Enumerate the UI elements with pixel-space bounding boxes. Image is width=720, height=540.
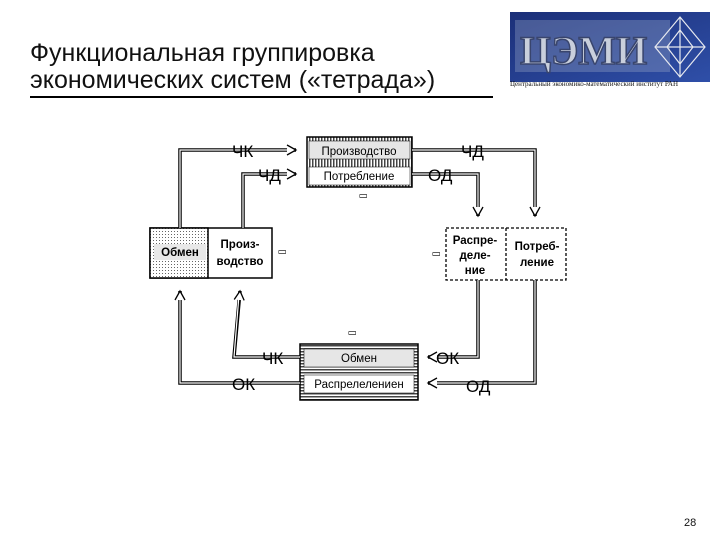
cemi-logo: ЦЭМИ (510, 12, 710, 82)
label-bottom-left-inner: ЧК (262, 349, 283, 368)
flow-ok-bottom-right (426, 280, 480, 363)
bottom-block: Обмен Распрелелениен [] (299, 331, 419, 401)
flow-ck-bottom (232, 289, 300, 359)
label-bottom-right-outer: ОД (466, 377, 491, 396)
right-block-distribution-line2: деле- (459, 250, 490, 262)
top-block-production: Производство (322, 146, 397, 158)
label-top-left-inner: ЧД (258, 166, 281, 185)
label-bottom-left-outer: ОК (232, 375, 255, 394)
bottom-block-mark: [] (348, 331, 357, 335)
left-block-exchange: Обмен (161, 247, 199, 259)
page-number: 28 (684, 517, 697, 529)
right-block-mark: [] (432, 252, 441, 256)
logo-caption: Центральный экономико-математический инс… (510, 80, 678, 88)
top-block-consumption: Потребление (324, 171, 395, 183)
left-block-mark: [] (278, 250, 287, 254)
title-line-1: Функциональная группировка (30, 39, 375, 67)
bottom-block-exchange: Обмен (341, 353, 377, 365)
bottom-block-distribution: Распрелелениен (314, 379, 403, 391)
label-top-left-outer: ЧК (232, 142, 253, 161)
flow-lines-highlight (179, 149, 536, 384)
top-block: Производство Потребление [] (306, 136, 413, 198)
right-block-distribution-line3: ние (465, 265, 485, 277)
right-block-consumption-line1: Потреб- (515, 241, 560, 253)
left-block-production-line2: водство (217, 256, 264, 268)
left-block: Обмен Произ- водство [] (149, 227, 287, 279)
left-block-production-line1: Произ- (221, 239, 260, 251)
label-top-right-outer: ЧД (461, 142, 484, 161)
title-line-2: экономических систем («тетрада») (30, 66, 436, 94)
label-top-right-inner: ОД (428, 166, 453, 185)
flow-ck-top (178, 144, 298, 228)
slide-title: Функциональная группировка экономических… (30, 40, 500, 94)
right-block: Распре- деле- ние Потреб- ление [] (432, 227, 567, 281)
logo-lattice-icon (654, 16, 706, 78)
top-block-mark: [] (359, 194, 368, 198)
right-block-consumption-line2: ление (520, 257, 554, 269)
logo-text: ЦЭМИ (520, 28, 647, 73)
right-block-distribution-line1: Распре- (453, 235, 498, 247)
label-bottom-right-inner: ОК (436, 349, 459, 368)
flow-labels: ЧК ЧД ЧД ОД ЧК ОК ОК ОД (232, 142, 491, 396)
title-underline (30, 96, 493, 98)
